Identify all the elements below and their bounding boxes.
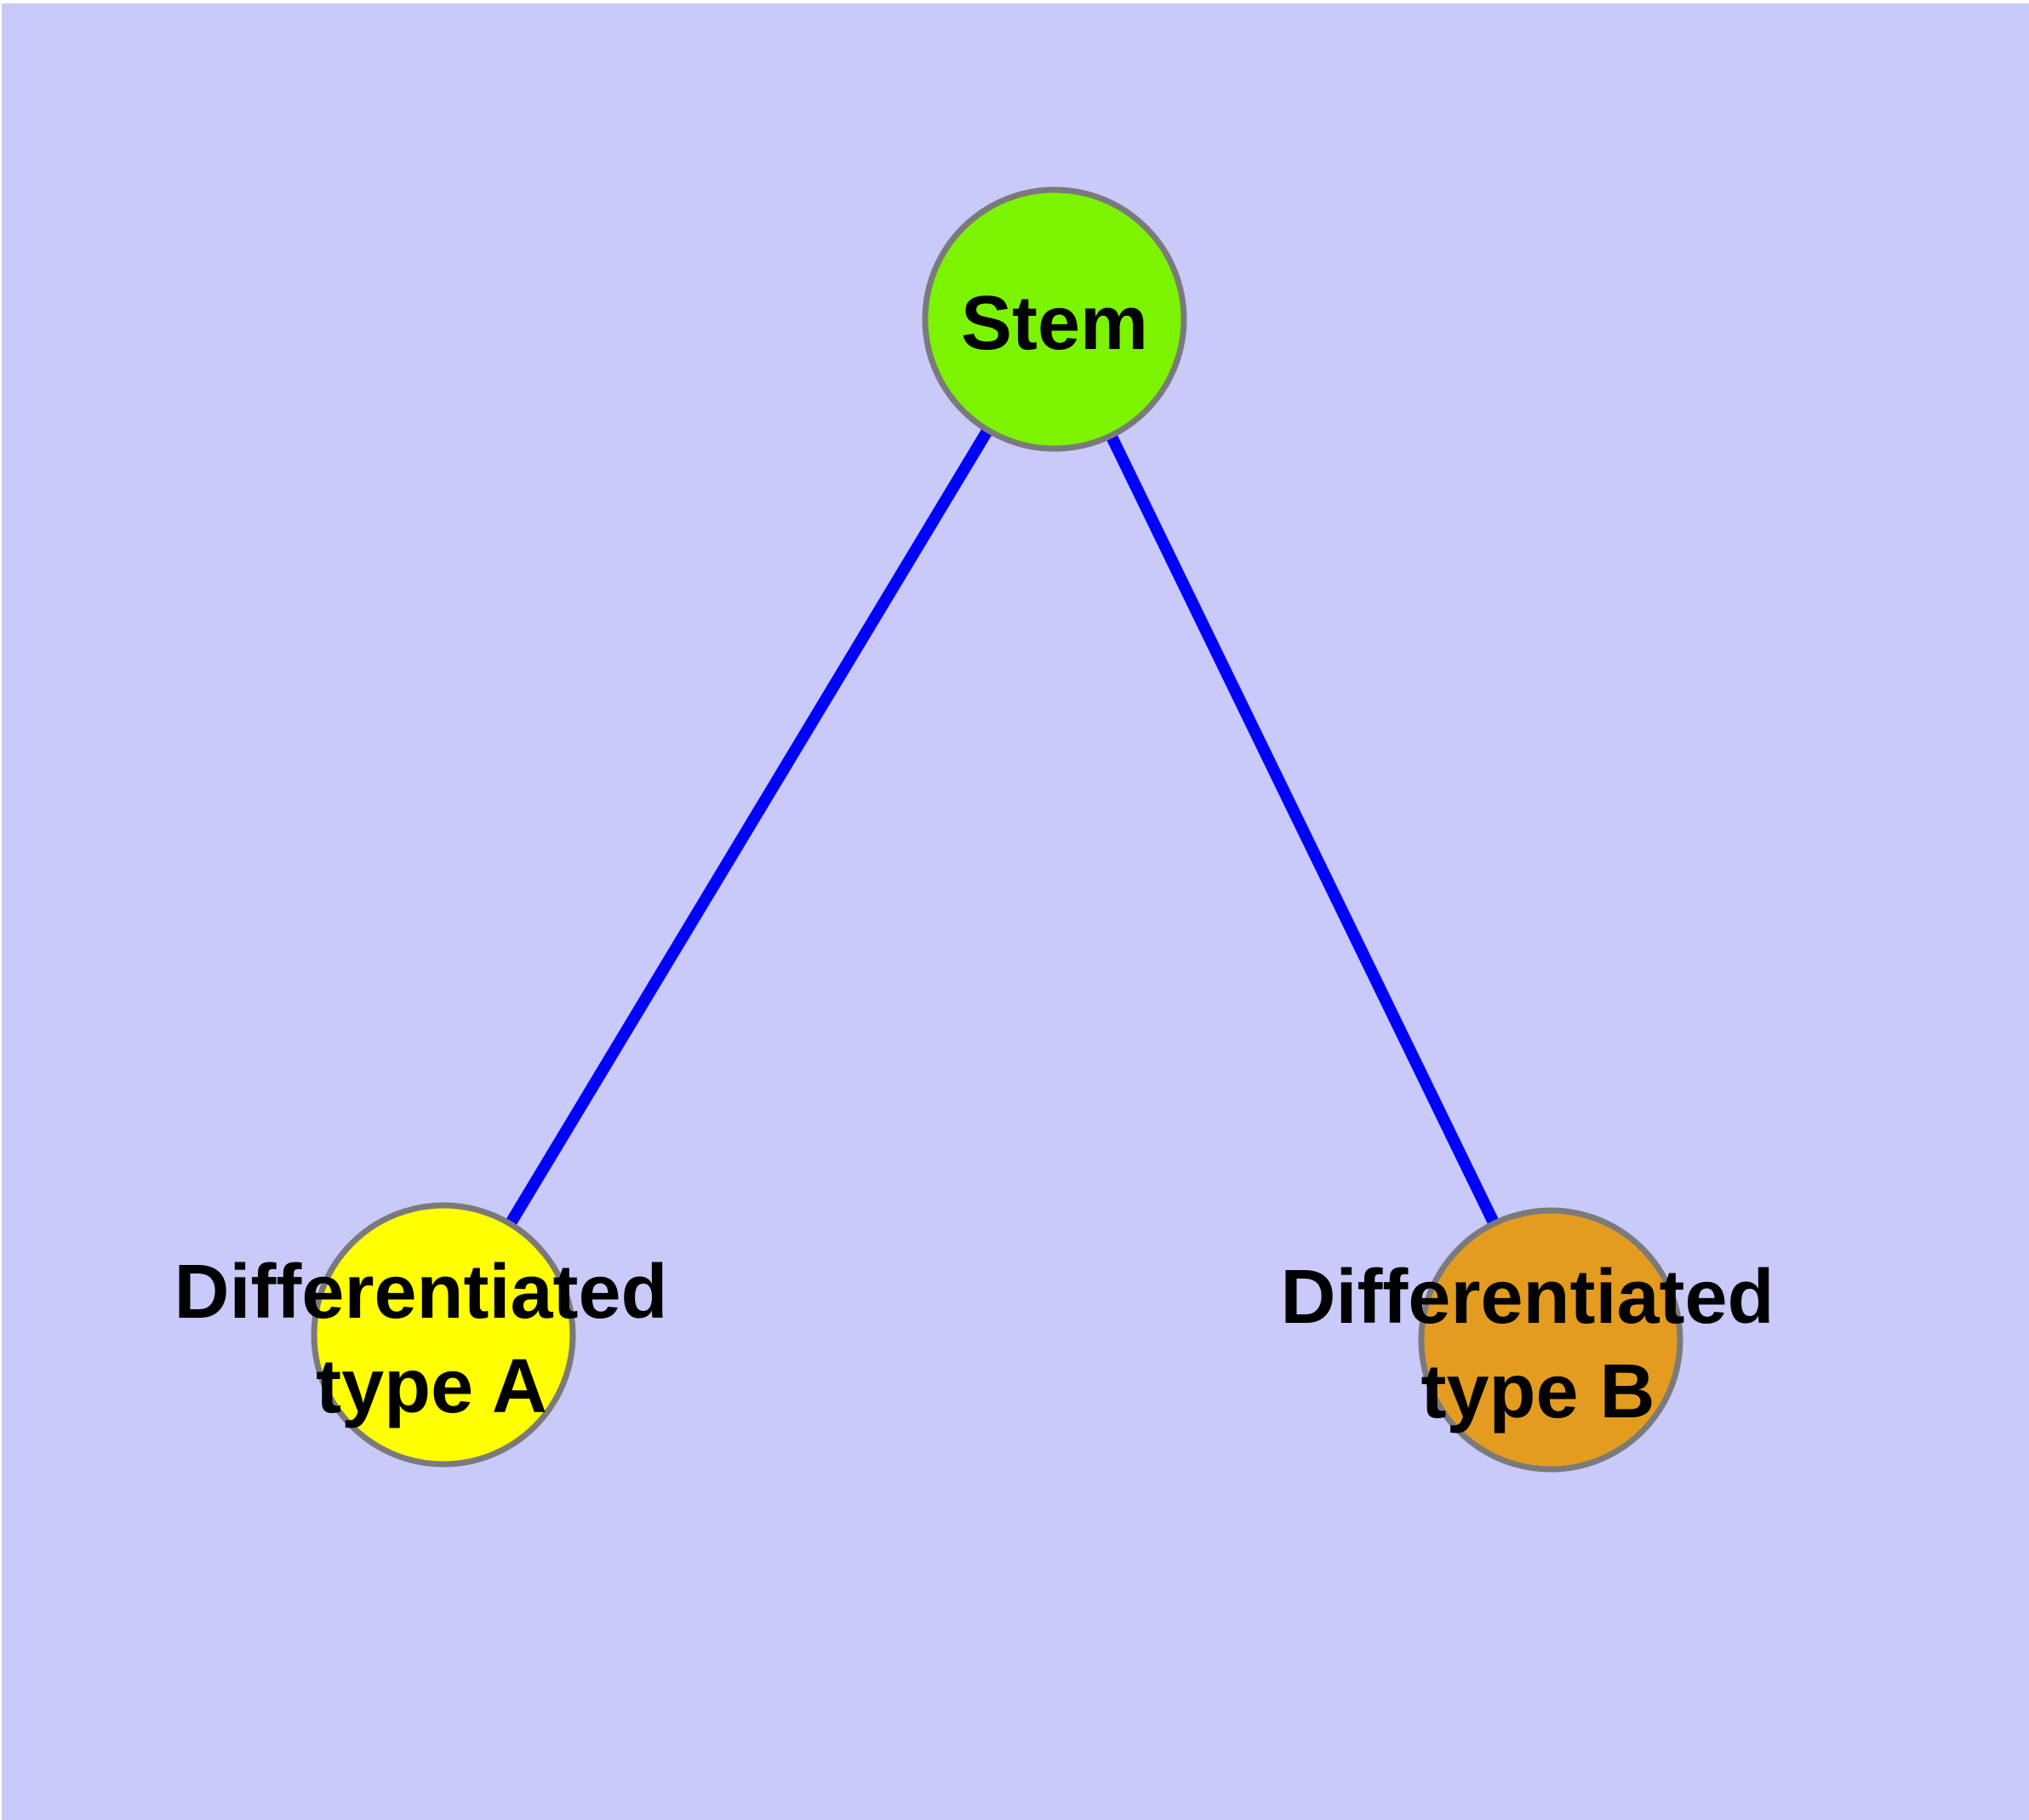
node-differentiated-type-a — [311, 1202, 576, 1468]
node-typeA-label: Differentiated type A — [174, 1250, 689, 1429]
edge-stem-to-typeB — [1049, 316, 1557, 1343]
node-typeB-label-line1: Differentiated — [1280, 1255, 1774, 1340]
node-typeA-label-line1: Differentiated — [174, 1250, 667, 1335]
node-typeA-label-line2: type A — [316, 1344, 547, 1429]
node-typeB-label-line2: type B — [1420, 1349, 1655, 1434]
node-typeB-label: Differentiated type B — [1280, 1255, 1795, 1434]
graph-canvas: Stem Differentiated type A Differentiate… — [2, 3, 2029, 1820]
edge-stem-to-typeA — [438, 316, 1060, 1338]
node-stem-label: Stem — [961, 281, 1148, 366]
node-differentiated-type-b — [1418, 1207, 1683, 1473]
node-stem — [922, 186, 1187, 452]
